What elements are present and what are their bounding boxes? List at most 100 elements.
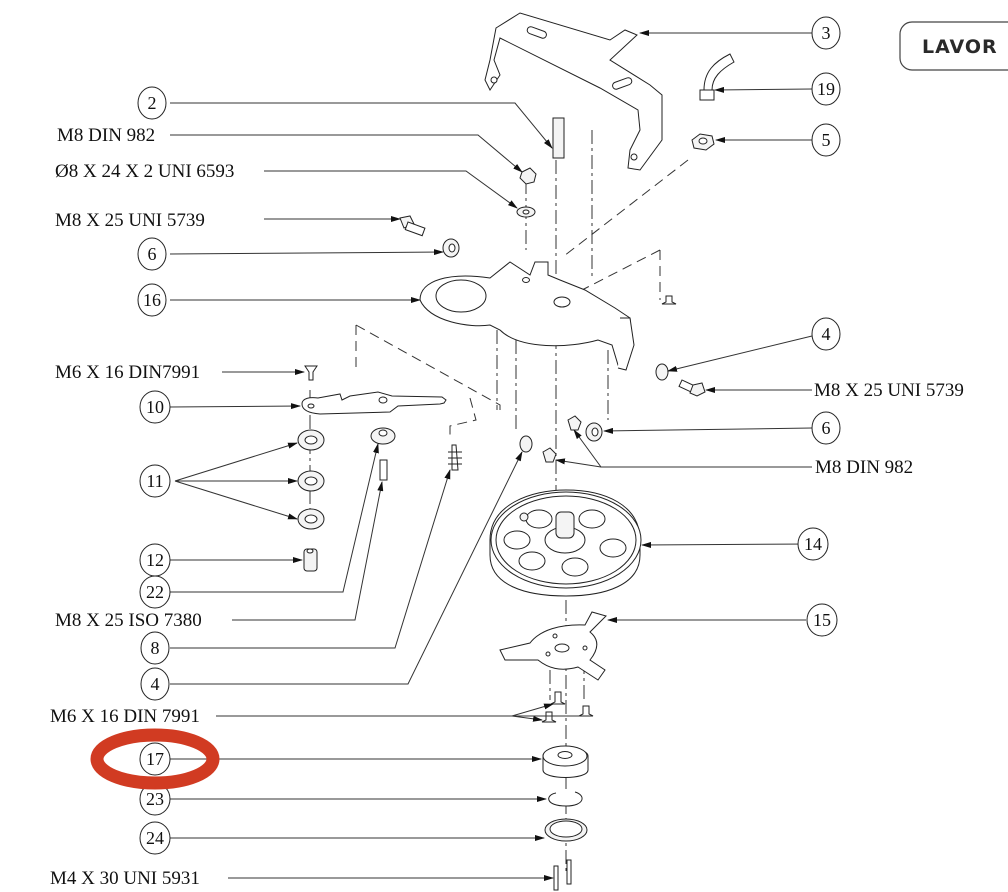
callout-4-left[interactable]: 4	[140, 667, 170, 701]
disc-hole	[518, 551, 546, 571]
callout-2[interactable]: 2	[137, 86, 167, 120]
callout-2-text: 2	[148, 93, 157, 113]
callout-22[interactable]: 22	[139, 575, 171, 609]
callout-3[interactable]: 3	[811, 16, 841, 50]
spacer-hole	[448, 243, 456, 253]
leader-4-left	[170, 451, 523, 685]
screw-m6-top	[304, 365, 318, 381]
screw-m6-bottom-c	[578, 705, 594, 717]
plate-hole	[553, 296, 571, 308]
washer-hole	[522, 209, 530, 215]
disc-hole	[561, 557, 589, 577]
part-2-pin	[552, 117, 565, 159]
callout-5[interactable]: 5	[811, 123, 841, 157]
lever-hole	[307, 403, 315, 409]
part-15-arm-plate	[499, 611, 607, 681]
callout-8[interactable]: 8	[140, 631, 170, 665]
plate-hole	[522, 277, 530, 283]
callout-bubble-circle	[139, 575, 171, 609]
part-8-spring	[448, 444, 462, 471]
disc-hole	[503, 530, 531, 550]
hole	[490, 76, 498, 84]
leader-m8din982-right-a	[573, 429, 812, 468]
callout-14[interactable]: 14	[797, 527, 829, 561]
part-16-plate	[419, 261, 635, 371]
label-m6x16-din7991-top: M6 X 16 DIN7991	[55, 362, 200, 383]
callout-bubble-circle	[811, 411, 841, 445]
callout-bubble-circle	[137, 237, 167, 271]
leader-iso7380	[232, 481, 384, 621]
callout-15[interactable]: 15	[806, 603, 838, 637]
label-m8-din982-top: M8 DIN 982	[57, 125, 155, 146]
leader-22	[170, 443, 379, 593]
callout-4-right[interactable]: 4	[811, 317, 841, 351]
callout-12-text: 12	[146, 550, 164, 570]
part-10-lever	[301, 391, 447, 415]
leader-6-right	[603, 427, 813, 434]
leader-m8din982-top	[170, 134, 523, 173]
callout-10[interactable]: 10	[139, 390, 171, 424]
callout-23[interactable]: 23	[139, 782, 171, 816]
assembly-axes	[309, 130, 689, 872]
part-3-bracket	[484, 12, 663, 171]
leader-10	[169, 403, 301, 410]
callout-11[interactable]: 11	[139, 464, 171, 498]
label-m8x25-uni5739-left: M8 X 25 UNI 5739	[55, 210, 205, 231]
callout-6-top[interactable]: 6	[137, 237, 167, 271]
callout-11-text: 11	[146, 471, 163, 491]
bolt-m8x25-left	[399, 215, 426, 237]
bolt-m8x25-right	[678, 379, 706, 397]
hole	[582, 645, 588, 651]
callout-4-right-text: 4	[822, 324, 831, 344]
hole	[630, 153, 638, 161]
callout-12[interactable]: 12	[139, 543, 171, 577]
callout-bubble-circle	[137, 86, 167, 120]
ring-inner	[549, 820, 583, 838]
callout-bubble-circle	[139, 821, 171, 855]
leader-19	[714, 86, 813, 93]
part-23-circlip	[548, 791, 583, 807]
callout-4-left-text: 4	[151, 674, 160, 694]
callout-10-text: 10	[146, 397, 164, 417]
shaft	[555, 511, 575, 539]
callout-bubble-circle	[811, 123, 841, 157]
leader-2	[170, 102, 553, 149]
leader-washer-6593	[264, 170, 518, 209]
callout-16[interactable]: 16	[137, 283, 167, 317]
axis-line	[581, 249, 661, 300]
callout-bubble-circle	[140, 631, 170, 665]
callout-19-text: 19	[817, 79, 835, 99]
callout-bubble-circle	[139, 742, 171, 776]
callout-6-right[interactable]: 6	[811, 411, 841, 445]
bracket-shape	[484, 12, 663, 171]
bolt-shank	[404, 221, 426, 237]
callout-24[interactable]: 24	[139, 821, 171, 855]
label-m8x25-iso7380: M8 X 25 ISO 7380	[55, 610, 202, 631]
callout-bubble-circle	[139, 464, 171, 498]
screw-m4-a	[553, 865, 559, 891]
screw-m6-bottom-a	[550, 691, 566, 705]
part-14-brush-plate	[489, 489, 642, 597]
label-m4x30-uni5931: M4 X 30 UNI 5931	[50, 868, 200, 889]
callout-5-text: 5	[822, 130, 831, 150]
disc-hole	[599, 538, 627, 558]
part-labels: M8 DIN 982 Ø8 X 24 X 2 UNI 6593 M8 X 25 …	[50, 125, 964, 889]
axis-line	[355, 324, 501, 410]
callout-17[interactable]: 17	[139, 742, 171, 776]
leader-11-a	[174, 442, 298, 482]
leader-lines	[169, 30, 813, 881]
callout-bubble-circle	[811, 317, 841, 351]
hub-hole	[557, 751, 573, 759]
callout-bubble-circle	[806, 603, 838, 637]
leader-14	[641, 541, 813, 548]
pin-iso7380	[379, 459, 388, 481]
label-washer-uni6593: Ø8 X 24 X 2 UNI 6593	[55, 161, 234, 182]
callout-bubble-circle	[140, 667, 170, 701]
callout-bubble-circle	[137, 283, 167, 317]
slot	[612, 77, 633, 90]
callout-19[interactable]: 19	[811, 72, 841, 106]
callout-bubble-circle	[811, 72, 841, 106]
label-m8-din982-right: M8 DIN 982	[815, 457, 913, 478]
leader-11-c	[174, 480, 298, 520]
bearing-bore	[304, 435, 318, 445]
